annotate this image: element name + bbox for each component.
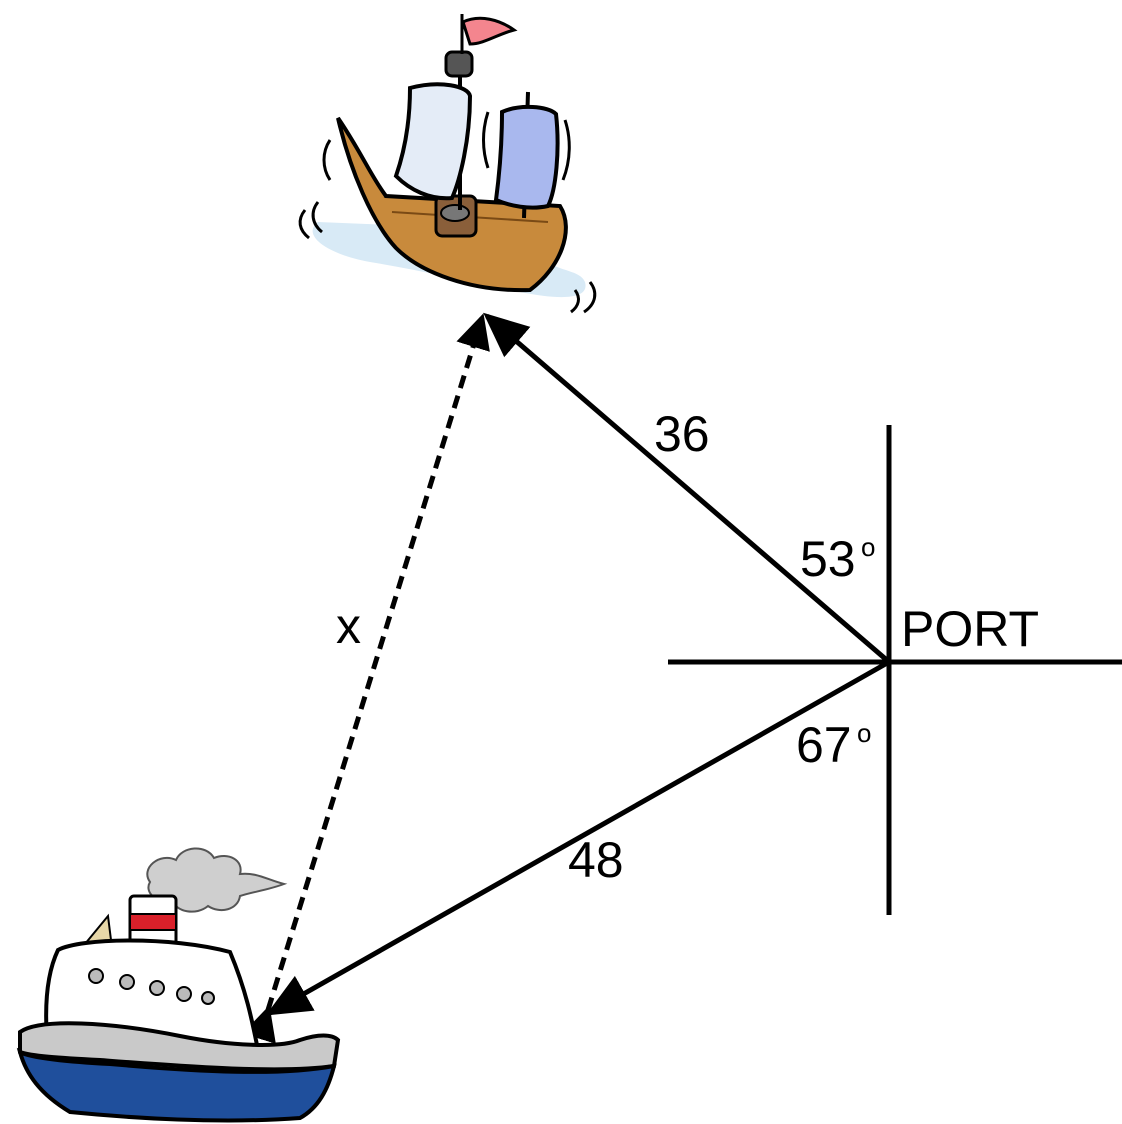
degree-unit: o	[861, 532, 875, 562]
sailboat-distance-label: 36	[654, 406, 710, 462]
angle-value: 53	[800, 531, 856, 587]
port-label: PORT	[901, 601, 1039, 657]
sailing-ship-icon	[298, 14, 597, 314]
angle-label-steamship: 67 o	[796, 717, 871, 773]
unknown-distance-line	[242, 313, 490, 1044]
route-to-sailboat	[483, 312, 891, 664]
angle-value: 67	[796, 717, 852, 773]
unknown-distance-label: x	[336, 598, 361, 654]
steamship-icon	[16, 847, 341, 1123]
degree-unit: o	[857, 718, 871, 748]
angle-label-sailboat: 53 o	[800, 531, 875, 587]
compass-cross	[668, 425, 1122, 915]
steamship-distance-label: 48	[568, 832, 624, 888]
